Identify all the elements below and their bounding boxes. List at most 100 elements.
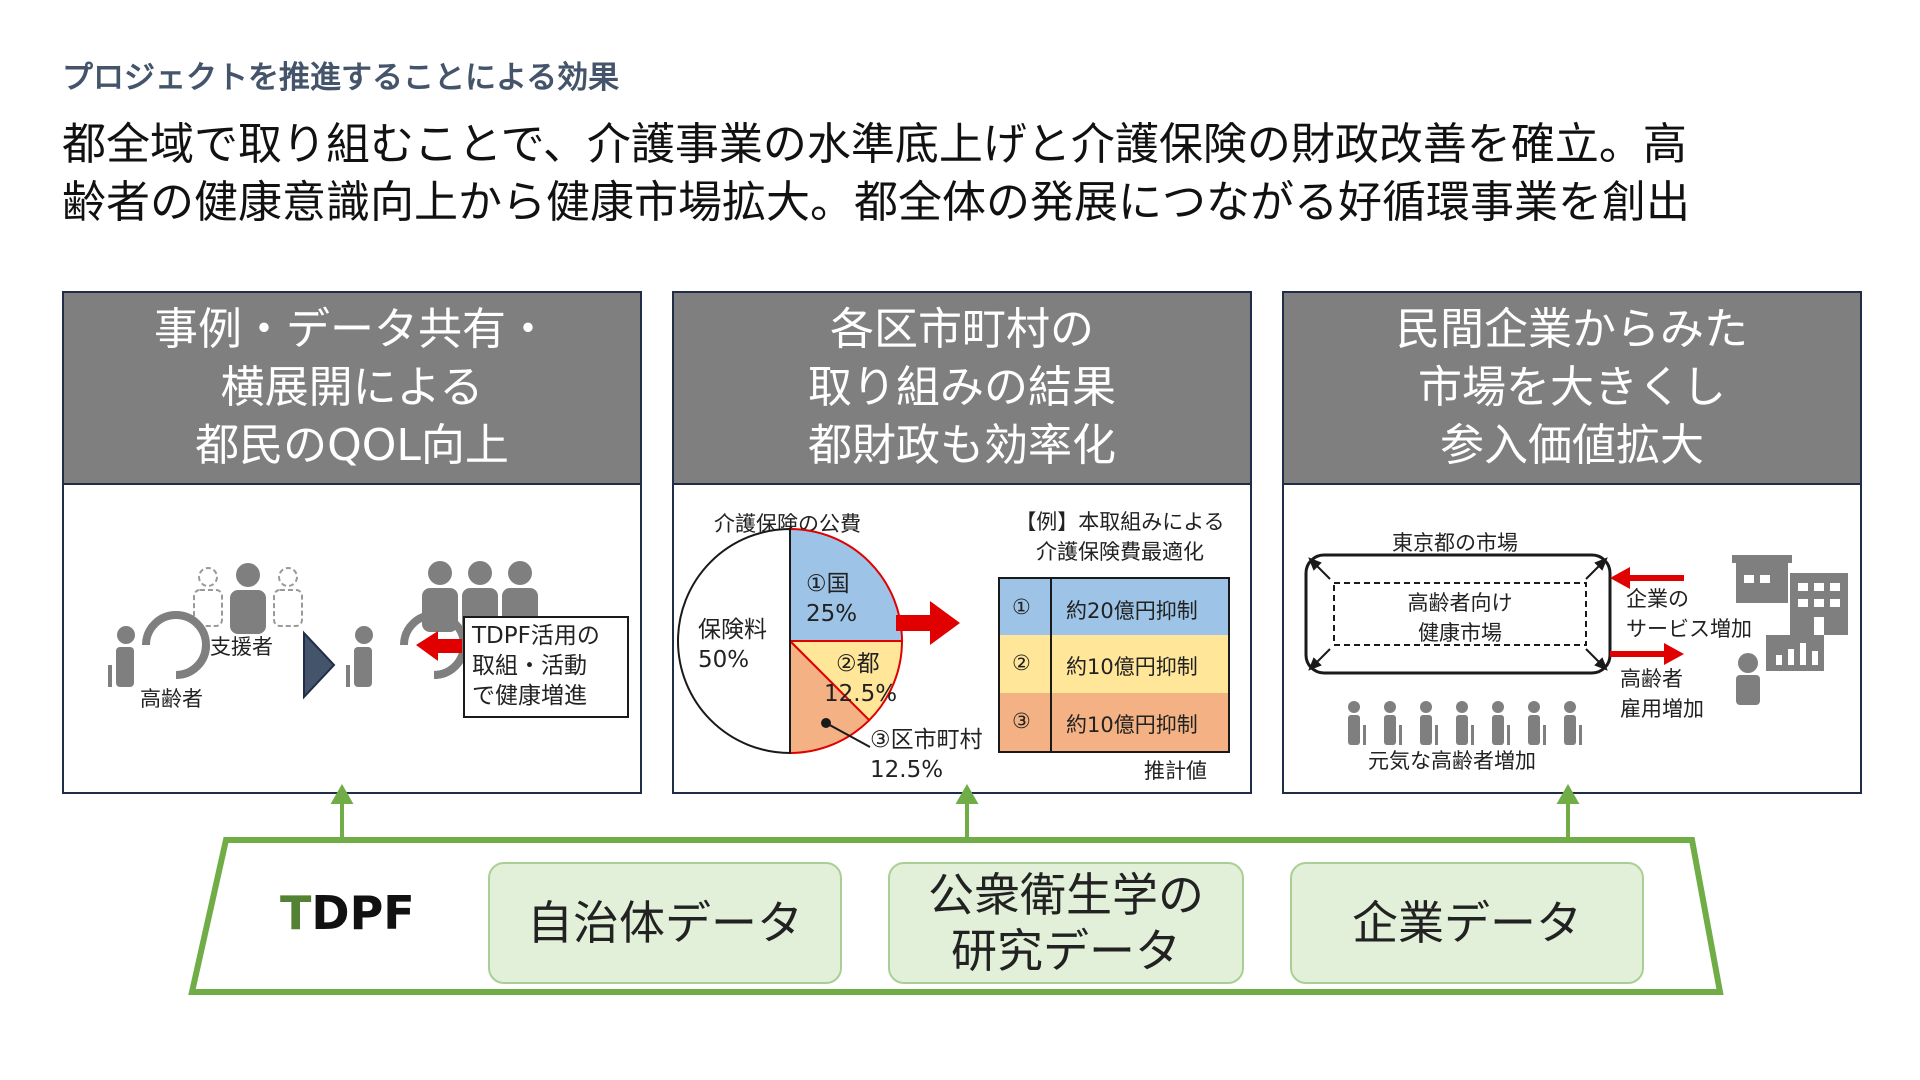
slice-municipal-name: ③区市町村 bbox=[870, 727, 983, 753]
slice-national-name: ①国 bbox=[806, 571, 850, 597]
data-box-corporate-text: 企業データ bbox=[1352, 896, 1582, 950]
healthy-elderly-icon bbox=[1348, 701, 1582, 745]
callout-box bbox=[463, 616, 629, 718]
elderly-employment-label: 高齢者 雇用増加 bbox=[1620, 663, 1704, 723]
elderly-figure-body bbox=[1348, 715, 1360, 745]
slice-national-value: 25% bbox=[806, 601, 858, 627]
slice-municipal-value: 12.5% bbox=[870, 757, 944, 783]
leader-line bbox=[825, 722, 871, 748]
panel-market-title-3: 参入価値拡大 bbox=[1440, 420, 1704, 471]
elderly-employment-line-2: 雇用増加 bbox=[1620, 697, 1704, 721]
savings-row-1: ① 約20億円抑制 bbox=[998, 577, 1230, 639]
elderly-figure-body bbox=[1456, 715, 1468, 745]
panel-finance-title-1: 各区市町村の bbox=[830, 304, 1094, 355]
panel-qol-title-1: 事例・データ共有・ bbox=[154, 304, 550, 355]
table-title: 【例】本取組みによる 介護保険費最適化 bbox=[1000, 506, 1240, 566]
savings-row-1-num: ① bbox=[1012, 595, 1031, 619]
elderly-employment-line-1: 高齢者 bbox=[1620, 667, 1683, 691]
data-box-research-line-2: 研究データ bbox=[951, 924, 1181, 978]
market-illustration bbox=[1304, 553, 1848, 745]
elderly-person-icon-2 bbox=[346, 626, 373, 687]
red-arrow-right-icon bbox=[896, 601, 960, 645]
red-arrow-left-icon bbox=[416, 631, 462, 661]
supporter-person-icon bbox=[230, 563, 266, 634]
savings-row-1-text: 約20億円抑制 bbox=[1066, 599, 1198, 623]
red-arrow-in-icon bbox=[1610, 567, 1684, 589]
slice-label-national: ①国 25% bbox=[806, 569, 857, 629]
headline-line-1: 都全域で取り組むことで、介護事業の水準底上げと介護保険の財政改善を確立。高 bbox=[62, 119, 1687, 170]
tdpf-label-t: T bbox=[280, 886, 312, 940]
elderly-figure-body bbox=[1528, 715, 1540, 745]
data-box-research-line-1: 公衆衛生学の bbox=[928, 868, 1204, 922]
support-persons-icon bbox=[193, 567, 303, 627]
elderly-figure-head bbox=[1492, 701, 1504, 713]
panel-market-title-1: 民間企業からみた bbox=[1396, 304, 1748, 355]
panel-finance-title-2: 取り組みの結果 bbox=[808, 362, 1116, 413]
elderly-figure-head bbox=[1528, 701, 1540, 713]
table-title-1: 【例】本取組みによる bbox=[1015, 510, 1225, 534]
data-box-municipal-text: 自治体データ bbox=[527, 896, 803, 950]
table-title-2: 介護保険費最適化 bbox=[1036, 540, 1204, 564]
callout-line-3: で健康増進 bbox=[472, 683, 587, 709]
inner-market-line-2: 健康市場 bbox=[1418, 621, 1502, 645]
elderly-figure-cane bbox=[1471, 725, 1474, 745]
panel-finance-title-3: 都財政も効率化 bbox=[808, 420, 1116, 471]
panel-finance-header: 各区市町村の 取り組みの結果 都財政も効率化 bbox=[674, 293, 1250, 485]
inner-market-label: 高齢者向け 健康市場 bbox=[1354, 587, 1566, 647]
callout-line-2: 取組・活動 bbox=[472, 653, 587, 679]
up-arrows bbox=[330, 784, 1580, 840]
panel-qol-header: 事例・データ共有・ 横展開による 都民のQOL向上 bbox=[64, 293, 640, 485]
elderly-figure-head bbox=[1564, 701, 1576, 713]
slice-premium-value: 50% bbox=[698, 647, 750, 673]
panel-qol-title-3: 都民のQOL向上 bbox=[195, 420, 509, 471]
supporter-label: 支援者 bbox=[210, 635, 273, 659]
elderly-figure-head bbox=[1384, 701, 1396, 713]
data-box-research: 公衆衛生学の 研究データ bbox=[888, 862, 1244, 984]
estimate-note: 推計値 bbox=[1144, 759, 1207, 783]
savings-row-3-text: 約10億円抑制 bbox=[1066, 713, 1198, 737]
elderly-figure-cane bbox=[1579, 725, 1582, 745]
pie-slice-1 bbox=[677, 527, 791, 755]
pie-chart bbox=[677, 527, 904, 755]
expand-arrows-icon bbox=[1308, 557, 1608, 671]
elderly-label: 高齢者 bbox=[140, 687, 203, 711]
company-building-icon bbox=[1732, 555, 1848, 635]
panel-market: 民間企業からみた 市場を大きくし 参入価値拡大 bbox=[1282, 291, 1862, 794]
company-service-label: 企業の サービス増加 bbox=[1626, 583, 1752, 643]
slice-label-premium: 保険料 50% bbox=[698, 615, 767, 675]
panel-qol-title-2: 横展開による bbox=[220, 362, 484, 413]
savings-row-2-text: 約10億円抑制 bbox=[1066, 655, 1198, 679]
panel-finance: 各区市町村の 取り組みの結果 都財政も効率化 介護保険の公費 保険料 50% ①… bbox=[672, 291, 1252, 794]
company-service-line-2: サービス増加 bbox=[1626, 617, 1752, 641]
elderly-figure-cane bbox=[1363, 725, 1366, 745]
presenter-chart-icon bbox=[1736, 635, 1824, 705]
tokyo-market-box bbox=[1304, 553, 1612, 675]
data-box-corporate: 企業データ bbox=[1290, 862, 1644, 984]
elderly-figure-head bbox=[1420, 701, 1432, 713]
elderly-figure-cane bbox=[1435, 725, 1438, 745]
savings-row-3-num: ③ bbox=[1012, 709, 1031, 733]
company-service-line-1: 企業の bbox=[1626, 587, 1689, 611]
slice-metro-name: ②都 bbox=[836, 651, 880, 677]
red-arrow-out-icon bbox=[1610, 643, 1684, 665]
elderly-figure-body bbox=[1420, 715, 1432, 745]
elderly-figure-cane bbox=[1507, 725, 1510, 745]
pie-slice-4 bbox=[789, 638, 871, 755]
headline: 都全域で取り組むことで、介護事業の水準底上げと介護保険の財政改善を確立。高 齢者… bbox=[62, 116, 1862, 232]
panel-market-header: 民間企業からみた 市場を大きくし 参入価値拡大 bbox=[1284, 293, 1860, 485]
tokyo-market-label: 東京都の市場 bbox=[1392, 531, 1518, 555]
tdpf-label-rest: DPF bbox=[311, 886, 415, 940]
elderly-figure-head bbox=[1348, 701, 1360, 713]
slice-premium-name: 保険料 bbox=[698, 617, 767, 643]
cycle-arrows-icon bbox=[142, 611, 210, 679]
savings-row-2-num: ② bbox=[1012, 651, 1031, 675]
elderly-figure-cane bbox=[1399, 725, 1402, 745]
panel-market-title-2: 市場を大きくし bbox=[1418, 362, 1726, 413]
inner-market-line-1: 高齢者向け bbox=[1407, 591, 1513, 615]
data-box-municipal: 自治体データ bbox=[488, 862, 842, 984]
tdpf-label: TDPF bbox=[280, 886, 415, 940]
slice-label-municipal: ③区市町村 12.5% bbox=[870, 725, 983, 785]
panel-qol: 事例・データ共有・ 横展開による 都民のQOL向上 bbox=[62, 291, 642, 794]
pie-slice-3 bbox=[787, 640, 904, 722]
headline-line-2: 齢者の健康意識向上から健康市場拡大。都全体の発展につながる好循環事業を創出 bbox=[62, 177, 1690, 228]
